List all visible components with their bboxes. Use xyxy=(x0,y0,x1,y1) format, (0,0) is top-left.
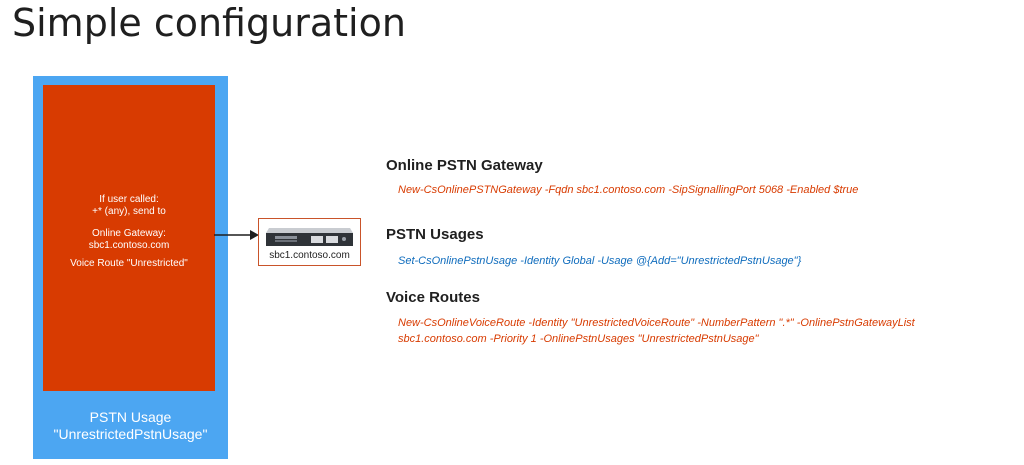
spacer xyxy=(43,218,215,228)
route-name-line: Voice Route "Unrestricted" xyxy=(70,258,188,269)
section-heading-pstn-usages: PSTN Usages xyxy=(386,226,484,243)
route-condition-line: If user called: xyxy=(99,194,159,205)
pstn-usage-name: "UnrestrictedPstnUsage" xyxy=(53,426,208,442)
command-line: sbc1.contoso.com -Priority 1 -OnlinePstn… xyxy=(398,333,759,345)
route-pattern-line: +* (any), send to xyxy=(92,206,166,217)
slide-title: Simple configuration xyxy=(12,1,406,45)
gateway-box: sbc1.contoso.com xyxy=(258,218,361,266)
sbc-server-icon xyxy=(266,228,353,246)
gateway-label: sbc1.contoso.com xyxy=(269,250,350,261)
arrow-right-icon xyxy=(214,230,259,240)
pstn-usage-title: PSTN Usage xyxy=(89,409,172,425)
pstn-usage-box: If user called: +* (any), send to Online… xyxy=(33,76,228,459)
voice-route-box: If user called: +* (any), send to Online… xyxy=(43,85,215,391)
command-line: Set-CsOnlinePstnUsage -Identity Global -… xyxy=(398,255,802,267)
route-gateway-fqdn-line: sbc1.contoso.com xyxy=(88,240,170,251)
section-heading-voice-routes: Voice Routes xyxy=(386,289,480,306)
command-line: New-CsOnlineVoiceRoute -Identity "Unrest… xyxy=(398,317,915,329)
command-online-pstn-gateway: New-CsOnlinePSTNGateway -Fqdn sbc1.conto… xyxy=(398,182,858,198)
route-gateway-line: Online Gateway: xyxy=(92,228,166,239)
command-pstn-usages: Set-CsOnlinePstnUsage -Identity Global -… xyxy=(398,253,801,269)
section-heading-online-pstn-gateway: Online PSTN Gateway xyxy=(386,157,543,174)
command-voice-routes: New-CsOnlineVoiceRoute -Identity "Unrest… xyxy=(398,315,915,347)
pstn-usage-label: PSTN Usage "UnrestrictedPstnUsage" xyxy=(33,409,228,443)
voice-route-text: If user called: +* (any), send to Online… xyxy=(43,194,215,270)
command-line: New-CsOnlinePSTNGateway -Fqdn sbc1.conto… xyxy=(398,184,859,196)
